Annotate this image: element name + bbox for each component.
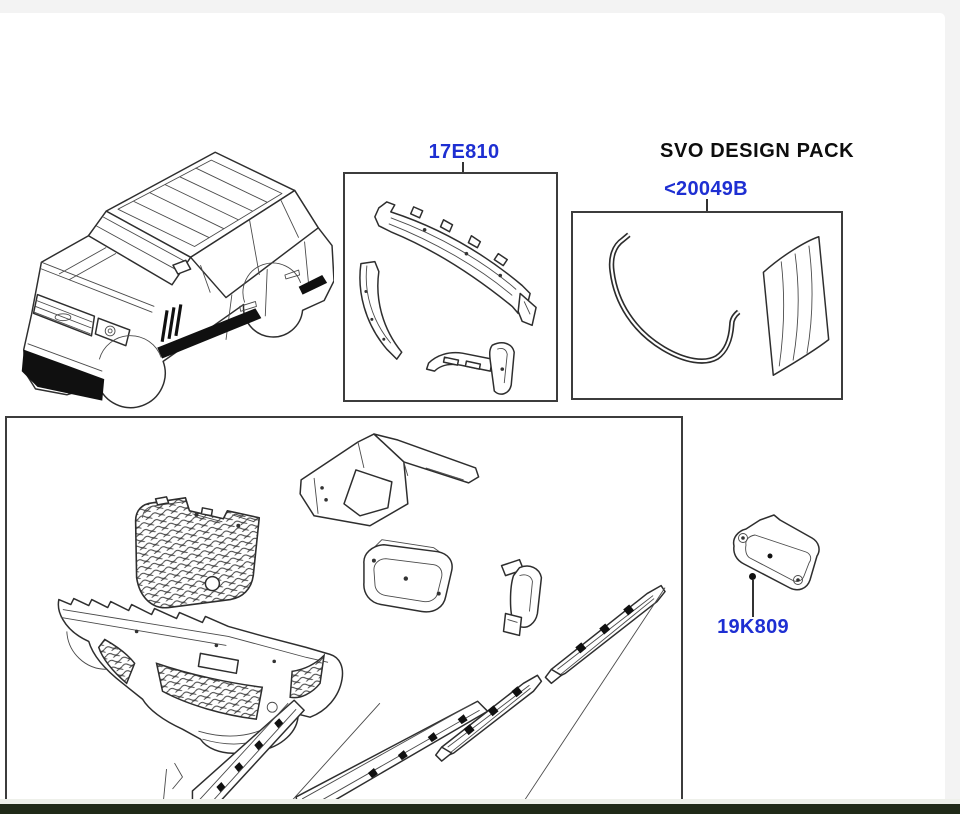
styling-kit-drawing-icon [57,433,666,811]
parts-box-main [5,416,683,814]
leader-line-17e810 [462,162,464,172]
bumper-trim-kit-drawing-icon [359,201,537,395]
part-code-19k809[interactable]: 19K809 [717,616,789,638]
vehicle-drawing-icon [21,151,334,409]
part-code-20049b[interactable]: <20049B [664,178,748,200]
mesh-grille-icon [134,496,261,609]
part-code-17e810[interactable]: 17E810 [428,141,500,163]
blade-bracket-icon [500,558,543,637]
door-molding-upper-icon [544,584,666,685]
design-pack-drawing-icon [608,232,830,376]
design-pack-title: SVO DESIGN PACK [660,140,855,162]
footer-bar [0,804,960,814]
rear-bumper-corner-icon [299,433,480,527]
parts-box-17e810 [343,172,558,402]
front-bumper-icon [57,597,344,754]
skid-plate-icon [363,539,453,613]
mounting-bracket-icon [732,514,820,591]
parts-box-20049b [571,211,843,400]
leader-line-20049b [706,199,708,211]
rocker-sill-right-icon [295,587,666,811]
door-molding-lower-icon [434,674,543,762]
leader-dot-19k809 [749,573,756,580]
leader-line-19k809 [752,580,754,617]
footer-shade [0,799,960,804]
